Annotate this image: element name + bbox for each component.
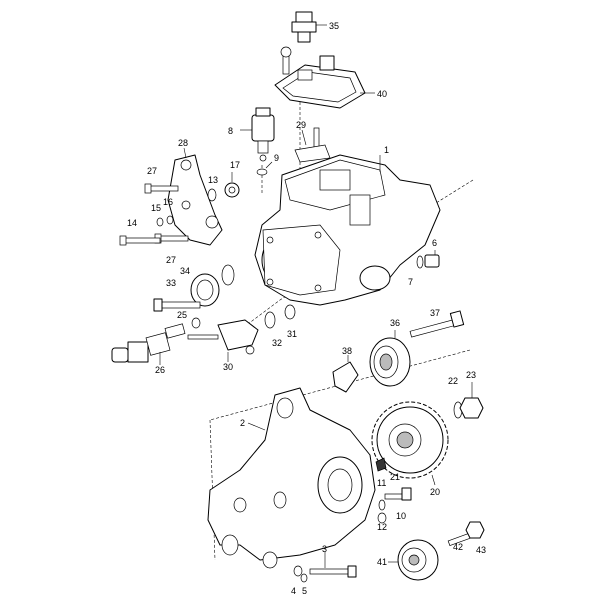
callout-26: 26 <box>155 365 165 375</box>
callout-42: 42 <box>453 542 463 552</box>
callout-10: 10 <box>396 511 406 521</box>
callout-22: 22 <box>448 376 458 386</box>
callout-12: 12 <box>377 522 387 532</box>
callout-41: 41 <box>377 557 387 567</box>
callout-5: 5 <box>302 586 307 596</box>
callout-20: 20 <box>430 487 440 497</box>
part-40-cover <box>274 46 375 109</box>
callout-36: 36 <box>390 318 400 328</box>
callout-35: 35 <box>329 21 339 31</box>
part-9-screw <box>256 161 273 176</box>
part-20-sprocket <box>371 401 449 486</box>
callout-30: 30 <box>223 362 233 372</box>
callout-33: 33 <box>166 278 176 288</box>
callout-14: 14 <box>127 218 137 228</box>
part-38-tensioner <box>332 355 359 393</box>
callout-40: 40 <box>377 89 387 99</box>
part-21-key <box>375 457 387 472</box>
callout-15: 15 <box>151 203 161 213</box>
callout-43: 43 <box>476 545 486 555</box>
callout-31: 31 <box>287 329 297 339</box>
callout-21: 21 <box>390 472 400 482</box>
callout-17: 17 <box>230 160 240 170</box>
part-2-mounting-bracket <box>207 387 376 569</box>
part-42-43-hardware <box>447 521 485 547</box>
part-34-ring <box>190 264 235 307</box>
part-29-bracket <box>294 127 331 163</box>
callout-27b: 27 <box>166 255 176 265</box>
part-26-cold-start <box>111 323 186 365</box>
callout-37: 37 <box>430 308 440 318</box>
callout-6: 6 <box>432 238 437 248</box>
part-3-4-5-hardware <box>293 552 357 583</box>
callout-labels: 35 40 8 29 9 1 28 17 27 13 15 16 14 27 6… <box>127 21 486 596</box>
callout-1: 1 <box>384 145 389 155</box>
part-15-16-clips <box>156 215 174 227</box>
callout-4: 4 <box>291 586 296 596</box>
callout-8: 8 <box>228 126 233 136</box>
callout-34: 34 <box>180 266 190 276</box>
callout-28: 28 <box>178 138 188 148</box>
callout-32: 32 <box>272 338 282 348</box>
part-8-solenoid <box>240 107 275 162</box>
part-28-bracket <box>167 147 223 246</box>
part-14-bolt <box>119 235 161 246</box>
callout-13: 13 <box>208 175 218 185</box>
part-22-23-hardware <box>453 382 484 419</box>
part-30-sensor <box>187 319 259 362</box>
part-31-32-seals <box>264 304 296 329</box>
callout-27a: 27 <box>147 166 157 176</box>
part-36-pulley <box>369 330 411 387</box>
callout-25: 25 <box>177 310 187 320</box>
part-37-bolt <box>409 310 465 338</box>
callout-11: 11 <box>377 478 386 488</box>
part-41-idler <box>388 539 439 581</box>
part-25-washer <box>191 317 201 329</box>
callout-38: 38 <box>342 346 352 356</box>
callout-29: 29 <box>296 120 306 130</box>
callout-16: 16 <box>163 197 173 207</box>
part-10-11-12-hardware <box>377 487 412 524</box>
callout-9: 9 <box>274 153 279 163</box>
part-6-7-bolt <box>416 250 440 269</box>
callout-2: 2 <box>240 418 245 428</box>
part-35-sensor <box>291 11 327 43</box>
callout-7: 7 <box>408 277 413 287</box>
part-33-bolt <box>153 298 201 312</box>
part-1-pump-body <box>254 154 441 306</box>
callout-3: 3 <box>322 544 327 554</box>
part-17-13-hardware <box>207 172 240 202</box>
callout-23: 23 <box>466 370 476 380</box>
